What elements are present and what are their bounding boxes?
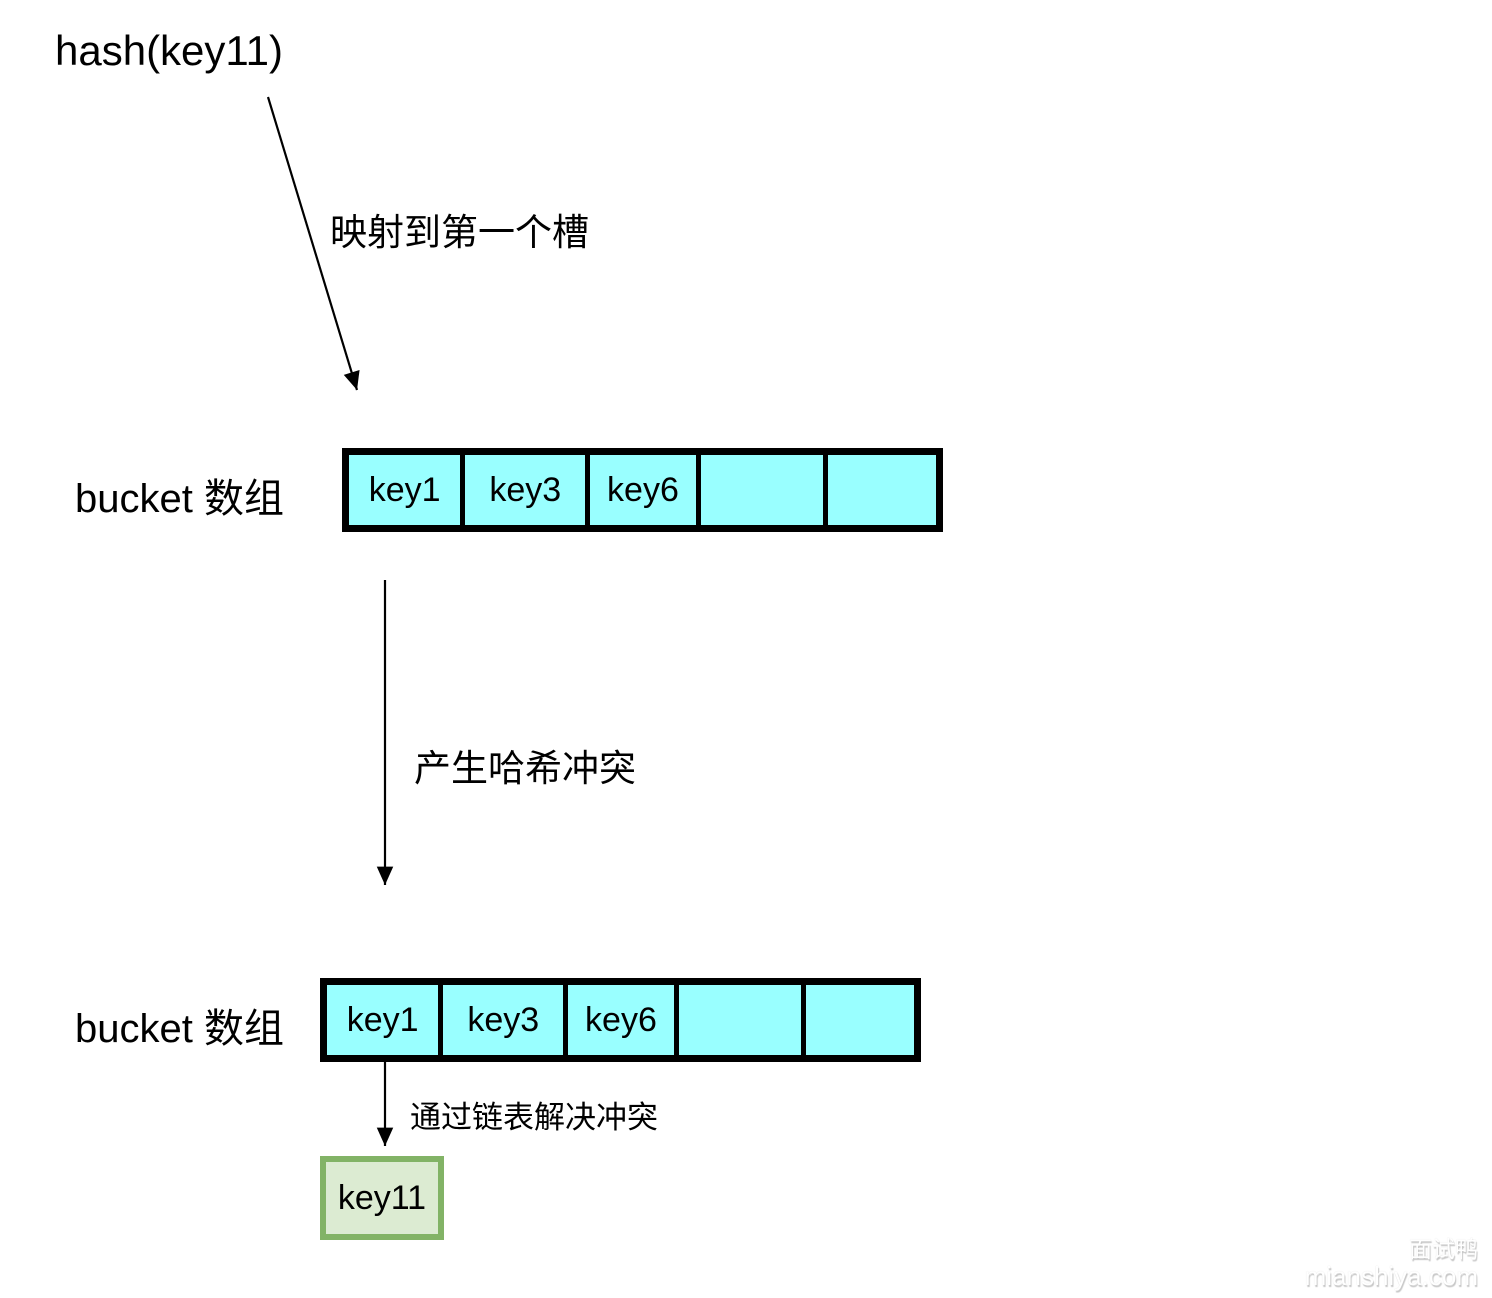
bucket-array-bottom: key1 key3 key6	[320, 978, 921, 1062]
watermark-brand: 面试鸭	[1409, 1235, 1478, 1262]
watermark-site: mianshiya.com	[1304, 1261, 1478, 1292]
bucket-array-label-top: bucket 数组	[75, 477, 284, 521]
arrow-label-resolve-via-linked-list: 通过链表解决冲突	[410, 1100, 658, 1135]
bucket-cell-empty	[700, 455, 824, 525]
bucket-array-top: key1 key3 key6	[342, 448, 943, 532]
bucket-cell-key1: key1	[327, 985, 439, 1055]
arrow-label-map-to-first-slot: 映射到第一个槽	[330, 212, 589, 253]
bucket-array-label-bottom: bucket 数组	[75, 1007, 284, 1051]
linked-list-node-key11: key11	[320, 1156, 444, 1240]
bucket-cell-key6: key6	[590, 455, 696, 525]
bucket-cell-key1: key1	[349, 455, 461, 525]
bucket-cell-key3: key3	[465, 455, 586, 525]
bucket-cell-empty	[806, 985, 914, 1055]
watermark: 面试鸭 mianshiya.com	[1305, 1236, 1478, 1292]
bucket-cell-empty	[678, 985, 802, 1055]
bucket-cell-key3: key3	[443, 985, 564, 1055]
bucket-cell-key6: key6	[568, 985, 674, 1055]
bucket-cell-empty	[828, 455, 936, 525]
hash-function-label: hash(key11)	[55, 27, 284, 74]
arrow-label-hash-collision: 产生哈希冲突	[414, 748, 636, 789]
